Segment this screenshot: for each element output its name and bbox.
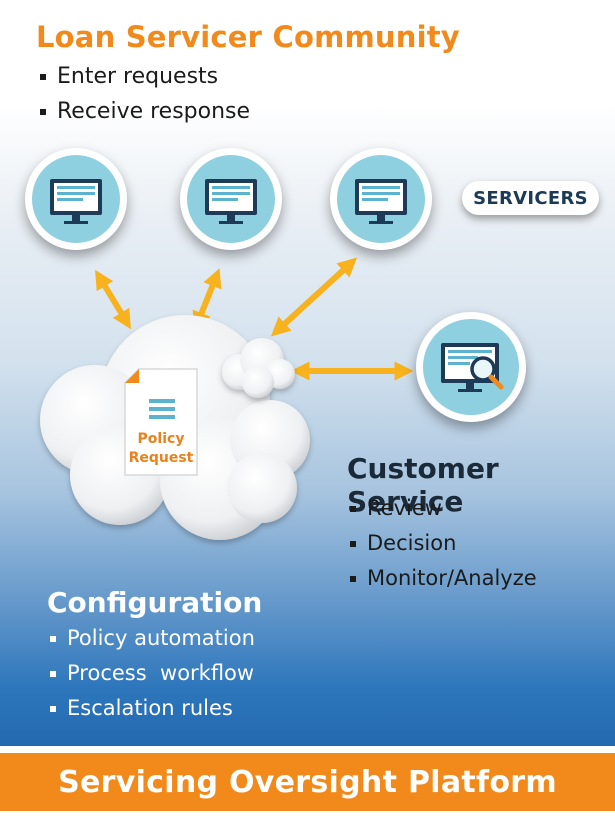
servicer-monitor-1 (25, 148, 127, 250)
loan-community-title: Loan Servicer Community (36, 20, 460, 54)
monitor-magnifier-icon (441, 343, 504, 392)
monitor-icon (205, 179, 257, 224)
customer-service-title: Customer Service (347, 452, 499, 518)
list-item: Decision (347, 526, 537, 561)
policy-request-line1: Policy (137, 431, 185, 447)
loan-community-list: Enter requests Receive response (37, 59, 250, 129)
policy-request-line2: Request (128, 450, 194, 466)
configuration-title: Configuration (47, 586, 263, 619)
configuration-list: Policy automation Process workflow Escal… (47, 621, 255, 726)
list-item: Process workflow (47, 656, 255, 691)
monitor-icon (50, 179, 102, 224)
policy-request-label: Policy Request (123, 430, 199, 468)
list-item: Policy automation (47, 621, 255, 656)
diagram-panel: Loan Servicer Community Enter requests R… (0, 0, 615, 746)
customer-service-monitor (416, 312, 526, 422)
monitor-icon (355, 179, 407, 224)
servicer-monitor-2 (180, 148, 282, 250)
list-item: Escalation rules (47, 691, 255, 726)
list-item: Monitor/Analyze (347, 561, 537, 596)
list-item: Receive response (37, 94, 250, 129)
servicers-badge: SERVICERS (462, 181, 599, 215)
servicer-monitor-3 (330, 148, 432, 250)
platform-title: Servicing Oversight Platform (58, 764, 557, 800)
platform-banner: Servicing Oversight Platform (0, 753, 615, 811)
list-item: Enter requests (37, 59, 250, 94)
document-icon (124, 368, 198, 476)
list-item: Review (347, 491, 537, 526)
customer-service-list: Review Decision Monitor/Analyze (347, 491, 537, 596)
